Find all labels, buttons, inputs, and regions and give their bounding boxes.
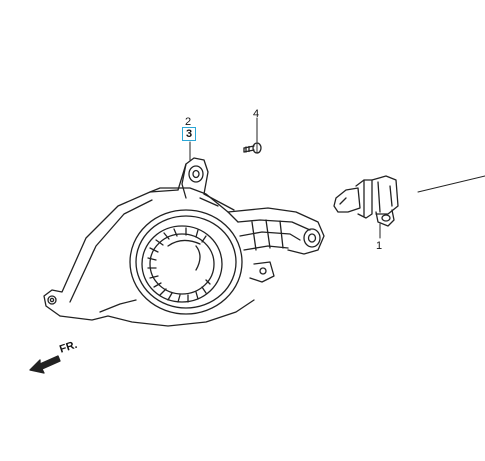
fog-lamp-housing[interactable] xyxy=(43,187,325,327)
front-direction-arrow xyxy=(29,355,61,374)
reference-line xyxy=(417,175,485,193)
callout-part-2[interactable]: 2 xyxy=(185,116,192,128)
mounting-bracket[interactable] xyxy=(177,157,235,211)
bulb[interactable] xyxy=(333,175,399,227)
leader-lines xyxy=(189,117,485,239)
lens[interactable] xyxy=(129,209,243,315)
mounting-screw[interactable] xyxy=(243,142,262,154)
callout-part-3[interactable]: 3 xyxy=(182,127,196,141)
callout-part-4[interactable]: 4 xyxy=(253,108,260,120)
left-mounting-tab[interactable] xyxy=(47,295,57,305)
callout-part-1[interactable]: 1 xyxy=(376,240,383,252)
